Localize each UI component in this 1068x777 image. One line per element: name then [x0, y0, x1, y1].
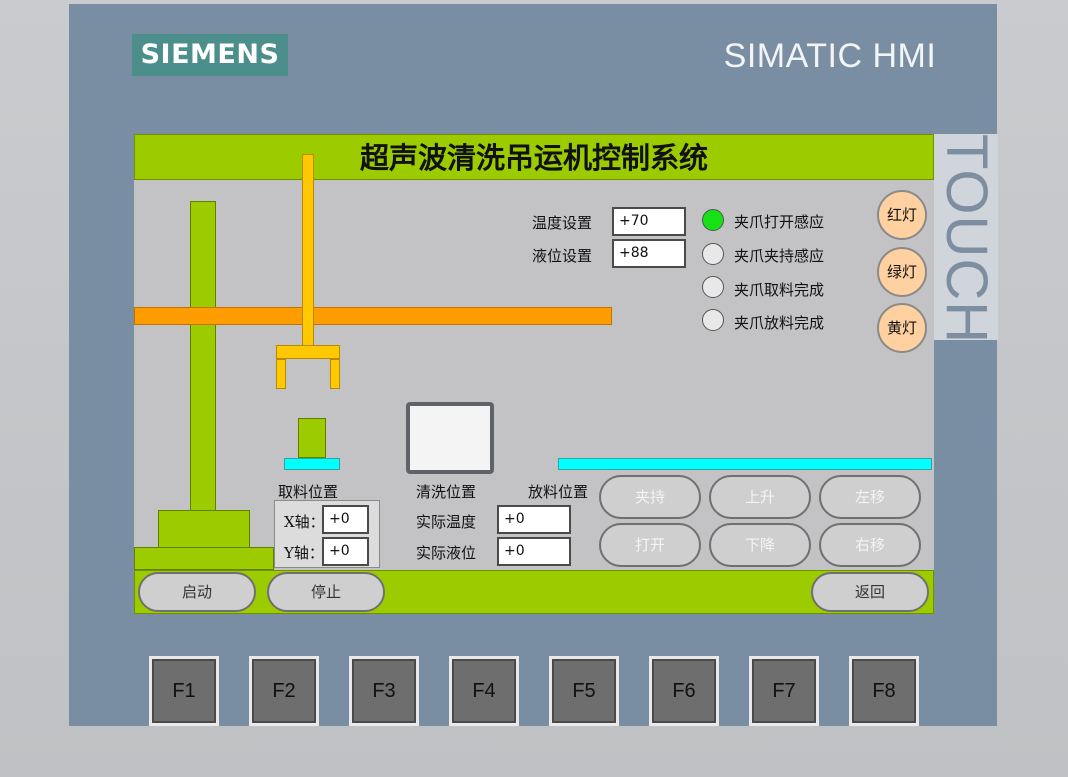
yellow-lamp: 黄灯	[877, 303, 927, 353]
pick-position-label: 取料位置	[278, 483, 339, 501]
x-axis-field[interactable]: +0	[322, 505, 369, 534]
red-lamp: 红灯	[877, 190, 927, 240]
place-position-label: 放料位置	[528, 483, 589, 501]
hmi-screen: 超声波清洗吊运机控制系统 温度设置 +70 液位设置 +88 夹爪打开感应 夹爪…	[134, 134, 934, 614]
sensor-label-place-done: 夹爪放料完成	[734, 314, 825, 332]
touch-label: TOUCH	[934, 134, 999, 345]
function-key-f5[interactable]: F5	[549, 656, 619, 726]
function-key-f3[interactable]: F3	[349, 656, 419, 726]
level-setting-label: 液位设置	[532, 247, 593, 265]
move-left-button[interactable]: 左移	[819, 475, 921, 519]
actual-temp-field[interactable]: +0	[497, 505, 571, 534]
hoist-rod	[302, 154, 314, 346]
cleaning-tank	[406, 402, 494, 474]
back-button[interactable]: 返回	[811, 572, 929, 612]
x-axis-label: X轴：	[284, 513, 325, 531]
workpiece	[298, 418, 326, 458]
green-lamp: 绿灯	[877, 247, 927, 297]
function-key-f7[interactable]: F7	[749, 656, 819, 726]
temp-setting-field[interactable]: +70	[612, 207, 686, 236]
sensor-indicator-pick-done	[702, 276, 724, 298]
siemens-logo: SIEMENS	[132, 34, 288, 76]
clamp-button[interactable]: 夹持	[599, 475, 701, 519]
lower-button[interactable]: 下降	[709, 523, 811, 567]
sensor-label-open: 夹爪打开感应	[734, 213, 825, 231]
title-bar: 超声波清洗吊运机控制系统	[134, 134, 934, 180]
function-key-f1[interactable]: F1	[149, 656, 219, 726]
sensor-indicator-place-done	[702, 309, 724, 331]
y-axis-field[interactable]: +0	[322, 537, 369, 566]
start-button[interactable]: 启动	[138, 572, 256, 612]
touch-strip: TOUCH	[934, 134, 999, 345]
temp-setting-label: 温度设置	[532, 214, 593, 232]
place-conveyor	[558, 458, 932, 470]
gantry-base	[158, 510, 250, 548]
raise-button[interactable]: 上升	[709, 475, 811, 519]
y-axis-label: Y轴：	[284, 544, 324, 562]
function-key-f6[interactable]: F6	[649, 656, 719, 726]
gripper-head	[276, 345, 340, 359]
pick-platform	[284, 458, 340, 470]
sensor-label-clamp: 夹爪夹持感应	[734, 247, 825, 265]
function-key-f2[interactable]: F2	[249, 656, 319, 726]
sensor-label-pick-done: 夹爪取料完成	[734, 281, 825, 299]
gantry-beam	[134, 307, 612, 325]
clean-position-label: 清洗位置	[416, 483, 477, 501]
gantry-floor	[134, 547, 274, 570]
model-label: SIMATIC HMI	[723, 37, 937, 75]
function-key-f4[interactable]: F4	[449, 656, 519, 726]
open-button[interactable]: 打开	[599, 523, 701, 567]
actual-level-field[interactable]: +0	[497, 537, 571, 566]
screen-title: 超声波清洗吊运机控制系统	[359, 141, 708, 175]
move-right-button[interactable]: 右移	[819, 523, 921, 567]
gripper-jaw-right	[330, 359, 340, 389]
actual-level-label: 实际液位	[416, 544, 477, 562]
function-key-f8[interactable]: F8	[849, 656, 919, 726]
level-setting-field[interactable]: +88	[612, 239, 686, 268]
gantry-column	[190, 201, 216, 511]
sensor-indicator-clamp	[702, 243, 724, 265]
stop-button[interactable]: 停止	[267, 572, 385, 612]
gripper-jaw-left	[276, 359, 286, 389]
sensor-indicator-open	[702, 209, 724, 231]
actual-temp-label: 实际温度	[416, 513, 477, 531]
